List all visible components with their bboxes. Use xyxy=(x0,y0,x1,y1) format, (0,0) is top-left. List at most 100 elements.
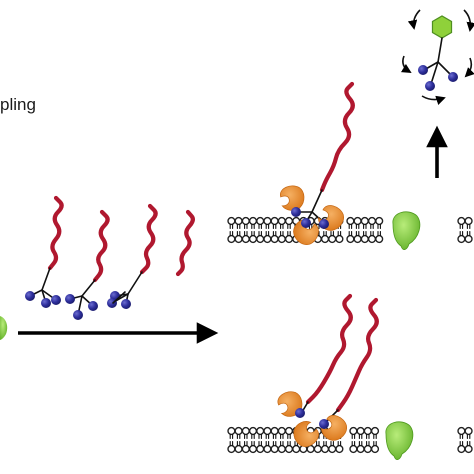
bead-icon xyxy=(88,301,98,311)
branch-line xyxy=(430,61,439,85)
lipid-head xyxy=(320,444,330,454)
lectin-receptor-icon xyxy=(280,185,305,211)
lipid-head xyxy=(367,234,377,244)
lipid-head xyxy=(335,444,344,454)
bead-icon xyxy=(295,408,305,418)
linker-line xyxy=(311,189,323,213)
linker-line xyxy=(41,267,51,291)
lectin-receptor-icon xyxy=(293,219,319,245)
lipid-head xyxy=(270,444,279,454)
bead-icon xyxy=(319,219,329,229)
receptor-lower-2 xyxy=(293,421,319,448)
lipid-head xyxy=(256,426,265,436)
lectin-receptor-icon xyxy=(321,415,347,441)
lipid-head xyxy=(370,426,380,436)
sialic-acid-construct-3 xyxy=(107,271,143,309)
rna-strand-3 xyxy=(139,203,158,275)
lipid-head xyxy=(270,426,279,436)
hexagon-icon xyxy=(431,15,453,39)
lipid-head xyxy=(356,444,365,454)
green-protein-lower xyxy=(385,421,414,460)
bead-icon xyxy=(51,295,61,305)
curved-arrow-icon xyxy=(464,57,474,78)
lipid-head xyxy=(263,426,272,436)
rna-strand-bound-upper xyxy=(319,81,355,193)
bead-icon xyxy=(25,291,35,301)
curved-arrow-icon xyxy=(400,55,412,73)
lipid-head xyxy=(227,444,236,454)
lipid-head xyxy=(356,426,365,436)
bound-construct-lower xyxy=(277,391,347,448)
rna-strand-bound-lower-1 xyxy=(305,293,353,405)
lipid-head xyxy=(248,234,258,244)
sialic-acid-construct-1 xyxy=(25,267,61,308)
lipid-head xyxy=(328,444,337,454)
lipid-head xyxy=(346,216,355,226)
lipid-head xyxy=(363,444,372,454)
bead-icon xyxy=(121,299,131,309)
lipid-head xyxy=(234,216,243,226)
lipid-head xyxy=(277,426,286,436)
lipid-head xyxy=(256,444,265,454)
released-ligand xyxy=(400,9,474,105)
bead-icon xyxy=(425,81,435,91)
linker-line xyxy=(112,291,126,304)
monomer-construct xyxy=(112,291,126,304)
lipid-head xyxy=(248,426,258,436)
lipid-head xyxy=(256,216,265,226)
bead-icon xyxy=(291,207,301,217)
lipid-head xyxy=(375,216,384,226)
green-protein-icon xyxy=(392,211,421,250)
lipid-bilayer-lower-right xyxy=(349,426,380,454)
lipid-head xyxy=(234,444,243,454)
green-protein-icon xyxy=(385,421,414,460)
receptor-lower-3 xyxy=(321,415,347,441)
lipid-head xyxy=(349,444,358,454)
lipid-head xyxy=(464,426,473,436)
lipid-head xyxy=(241,216,250,226)
linker-line xyxy=(437,37,443,63)
lipid-head xyxy=(349,426,358,436)
lipid-head xyxy=(353,234,362,244)
lipid-head xyxy=(328,234,337,244)
lipid-head xyxy=(284,216,294,226)
lipid-head xyxy=(234,234,243,244)
lipid-head xyxy=(241,234,250,244)
lipid-head xyxy=(320,234,330,244)
lipid-head xyxy=(248,444,258,454)
lipid-head xyxy=(270,234,279,244)
curved-arrow-icon xyxy=(421,95,446,105)
lipid-head xyxy=(263,444,272,454)
lipid-head xyxy=(370,444,380,454)
lipid-head xyxy=(227,426,236,436)
lipid-head xyxy=(457,426,466,436)
rna-strand-4 xyxy=(175,209,195,277)
sialic-acid-construct-2 xyxy=(65,279,98,320)
linker-line xyxy=(127,271,143,295)
rna-strand-2 xyxy=(92,209,110,283)
bead-icon xyxy=(319,419,329,429)
curved-arrow-icon xyxy=(463,9,474,32)
receptor-upper-1 xyxy=(280,185,305,211)
bead-icon xyxy=(65,294,75,304)
lipid-head xyxy=(464,216,473,226)
lipid-head xyxy=(284,444,294,454)
lipid-head xyxy=(464,234,473,244)
lipid-head xyxy=(367,216,377,226)
bead-icon xyxy=(418,65,428,75)
lipid-head xyxy=(360,234,369,244)
lipid-head xyxy=(346,234,355,244)
lipid-head xyxy=(457,234,466,244)
green-protein-icon xyxy=(0,316,8,340)
lipid-head xyxy=(457,444,466,454)
lipid-head xyxy=(263,216,272,226)
bead-icon xyxy=(41,298,51,308)
bound-construct-upper xyxy=(280,185,344,245)
lipid-head xyxy=(248,216,258,226)
bead-icon xyxy=(301,218,311,228)
lipid-head xyxy=(277,216,286,226)
linker-line xyxy=(81,279,96,297)
lipid-head xyxy=(277,444,286,454)
lipid-head xyxy=(335,234,344,244)
